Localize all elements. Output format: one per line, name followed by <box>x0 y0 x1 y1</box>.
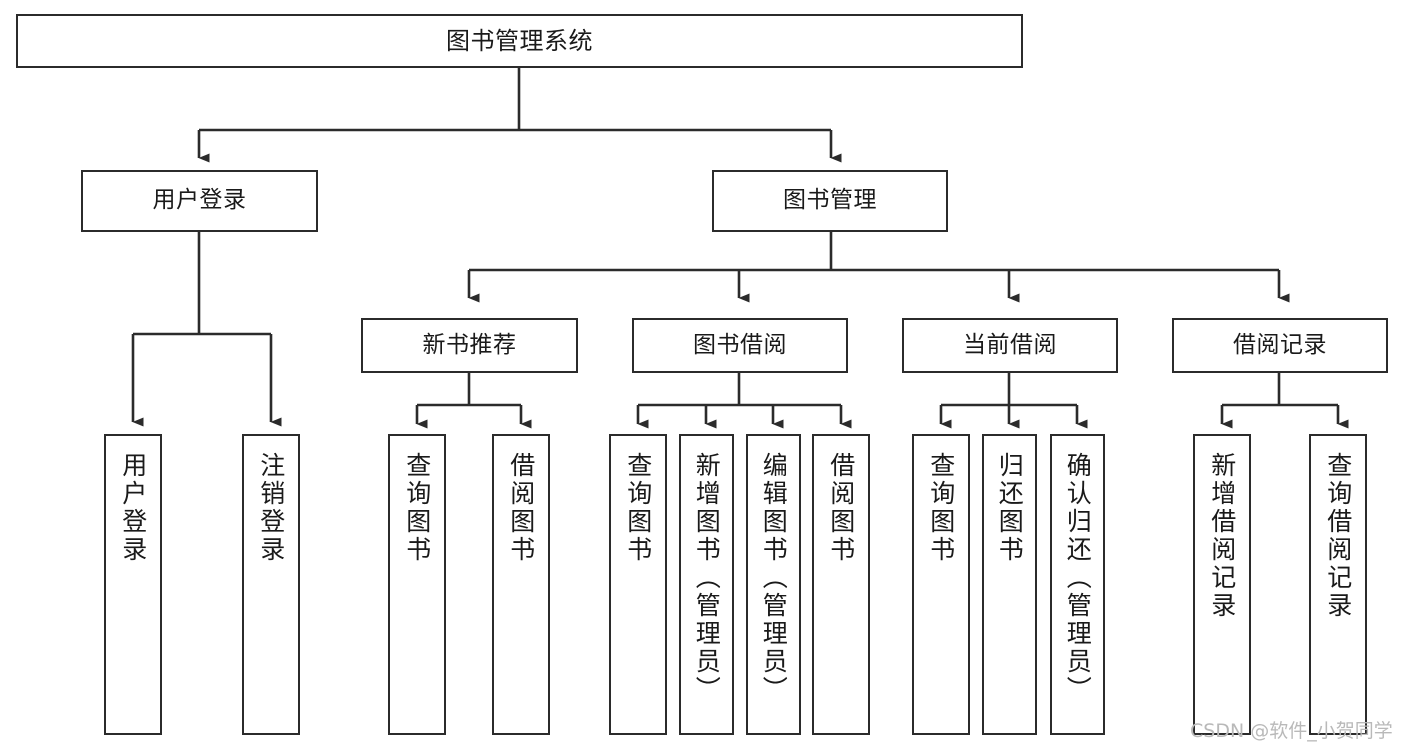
node-label: 查询图书 <box>623 452 653 564</box>
node-label: 借阅图书 <box>506 452 536 564</box>
node-label: 图书借阅 <box>693 331 787 358</box>
node-label: 查询图书 <box>926 452 956 564</box>
leaf-borrow-query-book[interactable]: 查询图书 <box>609 434 667 735</box>
leaf-current-query-book[interactable]: 查询图书 <box>912 434 970 735</box>
node-label: 注销登录 <box>256 452 286 564</box>
csdn-watermark: CSDN @软件_小贺同学 <box>1190 720 1393 742</box>
node-label: 新书推荐 <box>422 331 517 358</box>
leaf-user-login-logout[interactable]: 注销登录 <box>242 434 300 735</box>
leaf-current-return-book[interactable]: 归还图书 <box>982 434 1037 735</box>
node-label: 用户登录 <box>118 452 148 564</box>
leaf-records-add-record[interactable]: 新增借阅记录 <box>1193 434 1251 735</box>
node-label: 借阅图书 <box>826 452 856 564</box>
leaf-recommend-borrow-book[interactable]: 借阅图书 <box>492 434 550 735</box>
node-label: 图书管理 <box>783 187 877 214</box>
leaf-borrow-borrow-book[interactable]: 借阅图书 <box>812 434 870 735</box>
node-label: 新增借阅记录 <box>1207 452 1237 620</box>
node-new-book-recommend[interactable]: 新书推荐 <box>361 318 578 373</box>
node-label: 用户登录 <box>152 187 247 214</box>
leaf-records-query-record[interactable]: 查询借阅记录 <box>1309 434 1367 735</box>
leaf-current-confirm-return-admin[interactable]: 确认归还（管理员） <box>1050 434 1105 735</box>
node-label: 查询借阅记录 <box>1323 452 1353 620</box>
node-book-management[interactable]: 图书管理 <box>712 170 948 232</box>
leaf-borrow-edit-book-admin[interactable]: 编辑图书（管理员） <box>746 434 801 735</box>
leaf-recommend-query-book[interactable]: 查询图书 <box>388 434 446 735</box>
node-label: 图书管理系统 <box>446 26 593 55</box>
node-label: 查询图书 <box>402 452 432 564</box>
node-book-borrow[interactable]: 图书借阅 <box>632 318 848 373</box>
node-root-system[interactable]: 图书管理系统 <box>16 14 1023 68</box>
node-current-borrow[interactable]: 当前借阅 <box>902 318 1118 373</box>
leaf-user-login-login[interactable]: 用户登录 <box>104 434 162 735</box>
node-borrow-records[interactable]: 借阅记录 <box>1172 318 1388 373</box>
node-label: 归还图书 <box>995 452 1025 564</box>
node-label: 编辑图书（管理员） <box>759 452 789 704</box>
node-label: 确认归还（管理员） <box>1063 452 1093 704</box>
node-user-login[interactable]: 用户登录 <box>81 170 318 232</box>
node-label: 借阅记录 <box>1233 331 1327 358</box>
leaf-borrow-add-book-admin[interactable]: 新增图书（管理员） <box>679 434 734 735</box>
node-label: 新增图书（管理员） <box>692 452 722 704</box>
node-label: 当前借阅 <box>963 331 1057 358</box>
